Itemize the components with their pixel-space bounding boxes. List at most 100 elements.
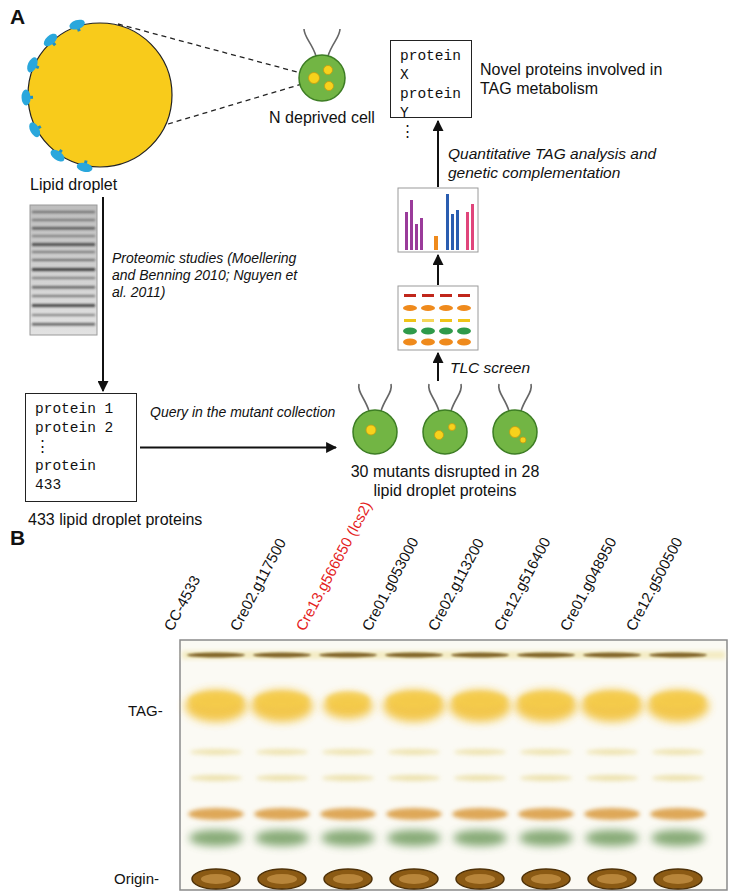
protein-blob xyxy=(27,119,45,139)
tlc-spot xyxy=(422,294,434,297)
pigment-band xyxy=(452,808,508,820)
gel-band xyxy=(32,323,95,326)
lane-label: Cre02.g113200 xyxy=(424,535,488,634)
list-item: protein 433 xyxy=(35,457,127,495)
gel-band xyxy=(32,211,95,213)
lane-label: Cre02.g117500 xyxy=(226,535,290,634)
workflow-arrow xyxy=(437,121,439,187)
tag-band xyxy=(581,690,643,722)
lane-label: CC-4533 xyxy=(160,573,204,634)
tag-band xyxy=(515,690,577,722)
chlorophyll-band xyxy=(255,830,309,846)
node: protein Xprotein Y⋮Novel proteins involv… xyxy=(390,40,680,118)
edge-label: Proteomic studies (Moellering and Bennin… xyxy=(112,250,302,301)
tag-band xyxy=(326,692,369,708)
gel-band xyxy=(32,304,95,307)
node-label: 433 lipid droplet proteins xyxy=(28,510,202,529)
pigment-band xyxy=(386,808,442,820)
tlc-spot xyxy=(403,339,417,346)
node-label: N deprived cell xyxy=(262,108,382,127)
pigment-band xyxy=(254,808,310,820)
protein-blob xyxy=(42,31,62,50)
tag-band xyxy=(651,692,705,708)
pigment-band xyxy=(584,808,640,820)
origin-spot xyxy=(333,874,363,884)
solvent-front-spot xyxy=(451,653,509,658)
minor-band xyxy=(520,775,572,781)
solvent-front-spot xyxy=(583,653,641,658)
flow-arrow xyxy=(140,447,336,449)
workflow-arrow xyxy=(437,255,439,285)
origin-spot xyxy=(267,874,297,884)
tag-band xyxy=(453,692,507,708)
tlc-spot xyxy=(421,328,435,335)
solvent-front-spot xyxy=(517,653,575,658)
protein-blob xyxy=(68,18,87,34)
solvent-front xyxy=(182,651,725,659)
gel-band xyxy=(32,286,95,289)
tag-band xyxy=(519,692,573,708)
algal-cell xyxy=(299,29,345,101)
origin-spot xyxy=(192,869,240,889)
node: 30 mutants disrupted in 28 lipid droplet… xyxy=(338,382,552,500)
origin-spot xyxy=(531,874,561,884)
tlc-spot xyxy=(458,319,470,322)
lane-label: Cre01.g048950 xyxy=(556,534,620,634)
protein-blob xyxy=(25,56,42,75)
solvent-front-spot xyxy=(187,653,245,658)
tlc-spot xyxy=(403,328,417,335)
tlc-spot xyxy=(439,328,453,335)
minor-band xyxy=(256,775,308,781)
tlc-spot xyxy=(421,305,435,311)
origin-spot xyxy=(588,869,636,889)
edge-label: Query in the mutant collection xyxy=(150,404,335,421)
tlc-plate xyxy=(180,640,727,890)
minor-band xyxy=(652,749,704,755)
origin-spot xyxy=(465,874,495,884)
origin-spot xyxy=(654,869,702,889)
list-item: protein 1 xyxy=(35,400,127,419)
origin-spot xyxy=(324,869,372,889)
list-item: protein Y xyxy=(400,85,462,123)
tlc-spot xyxy=(458,294,470,297)
lipid-droplet xyxy=(20,15,180,175)
gel-band xyxy=(32,243,95,246)
annotation: Quantitative TAG analysis and genetic co… xyxy=(448,144,688,182)
tag-band xyxy=(189,692,243,708)
chlorophyll-band xyxy=(189,830,243,846)
gel-band xyxy=(32,227,95,230)
list-box: protein 1protein 2⋮protein 433 xyxy=(25,393,137,502)
origin-spot xyxy=(663,874,693,884)
annotation: TLC screen xyxy=(450,358,530,377)
list-item: ⋮ xyxy=(35,438,127,457)
list-item: ⋮ xyxy=(400,123,462,142)
tlc-spot xyxy=(404,294,416,297)
tlc-spot xyxy=(457,305,471,311)
minor-band xyxy=(520,749,572,755)
chlorophyll-band xyxy=(519,830,573,846)
gel-band xyxy=(32,235,95,237)
tlc-spot xyxy=(440,294,452,297)
tlc-spot xyxy=(440,319,452,322)
panel-letter: A xyxy=(10,5,25,29)
tlc-spot xyxy=(421,339,435,346)
pigment-band xyxy=(188,808,244,820)
chlorophyll-band xyxy=(321,830,375,846)
solvent-front-spot xyxy=(319,653,377,658)
minor-band xyxy=(586,775,638,781)
minor-band xyxy=(652,775,704,781)
node: N deprived cell xyxy=(262,12,382,127)
minor-band xyxy=(256,749,308,755)
mutant-cells xyxy=(338,382,552,462)
cell-illustration xyxy=(262,12,382,108)
tlc-thumbnail xyxy=(398,286,478,350)
origin-spot xyxy=(522,869,570,889)
flow-arrow xyxy=(102,197,104,391)
gel-band xyxy=(32,219,95,221)
panel-letter: B xyxy=(10,526,25,550)
annotation: TAG- xyxy=(128,702,163,720)
origin-spot xyxy=(201,874,231,884)
list-item: protein X xyxy=(400,47,462,85)
list-item: protein 2 xyxy=(35,419,127,438)
